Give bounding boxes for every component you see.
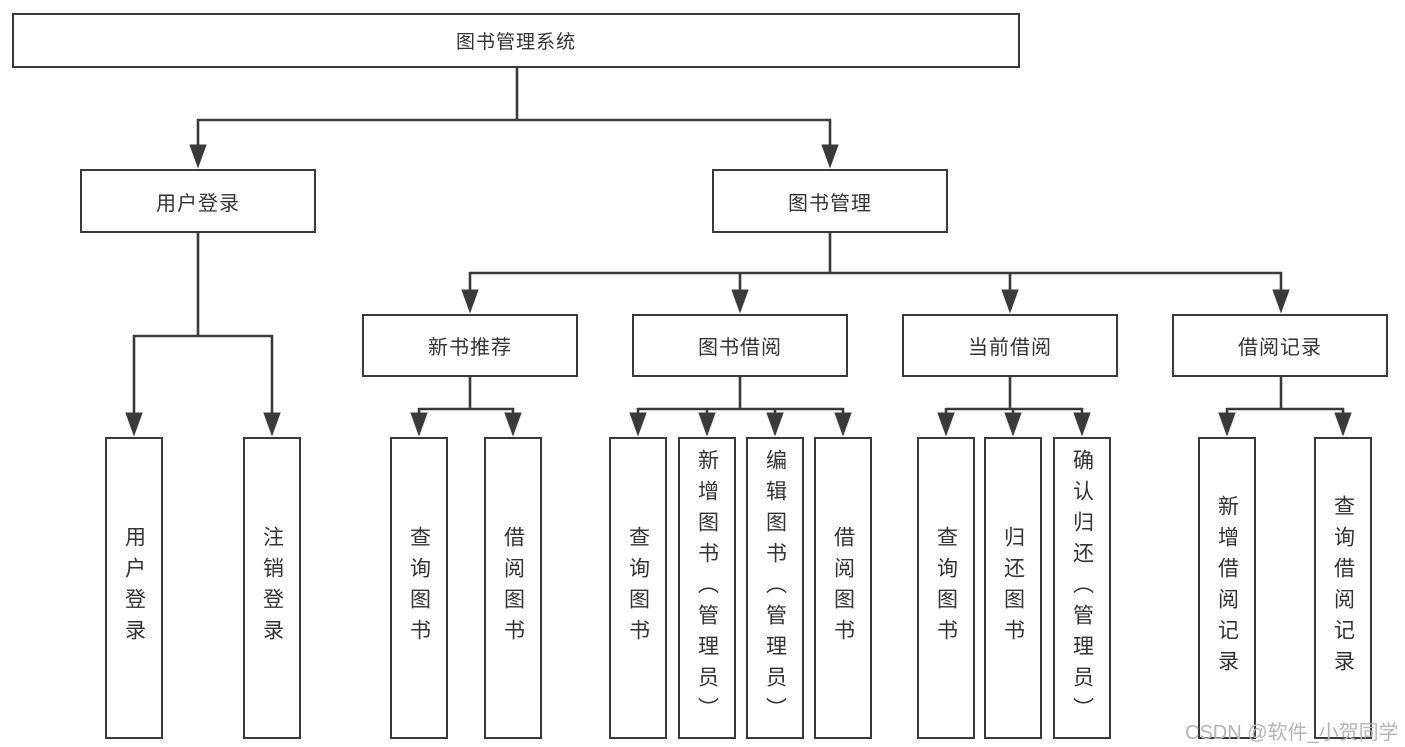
node-book-management: 图书管理 — [712, 169, 948, 233]
csdn-watermark: CSDN @软件_小贺同学 — [1185, 722, 1399, 744]
leaf-add-book-admin: 新增图书（管理员） — [678, 437, 736, 739]
node-label: 用户登录 — [122, 526, 146, 650]
node-label: 编辑图书（管理员） — [763, 448, 787, 728]
node-label: 当前借阅 — [968, 337, 1052, 359]
node-label: 借阅记录 — [1238, 337, 1322, 359]
leaf-borrow-books-newbooks: 借阅图书 — [484, 437, 542, 739]
node-label: 图书管理系统 — [455, 32, 576, 53]
node-label: 图书借阅 — [698, 337, 782, 359]
node-label: 查询借阅记录 — [1331, 495, 1355, 681]
node-label: 图书管理 — [788, 192, 872, 215]
node-new-book-recommend: 新书推荐 — [362, 314, 578, 377]
node-borrow-records: 借阅记录 — [1172, 314, 1388, 377]
leaf-logout: 注销登录 — [243, 437, 301, 739]
leaf-query-books-newbooks: 查询图书 — [390, 437, 448, 739]
node-label: 用户登录 — [156, 192, 240, 215]
leaf-add-borrow-record: 新增借阅记录 — [1198, 437, 1256, 739]
leaf-query-borrow-record: 查询借阅记录 — [1314, 437, 1372, 739]
leaf-query-books-borrow: 查询图书 — [609, 437, 667, 739]
node-label: 查询图书 — [626, 526, 650, 650]
node-book-borrow: 图书借阅 — [632, 314, 848, 377]
node-label: 借阅图书 — [501, 526, 525, 650]
leaf-query-books-current: 查询图书 — [917, 437, 975, 739]
node-label: 新增图书（管理员） — [695, 448, 719, 728]
node-label: 新增借阅记录 — [1215, 495, 1239, 681]
leaf-return-book: 归还图书 — [984, 437, 1042, 739]
node-user-login: 用户登录 — [80, 169, 316, 233]
node-label: 归还图书 — [1001, 526, 1025, 650]
node-label: 确认归还（管理员） — [1070, 448, 1094, 728]
node-label: 注销登录 — [260, 526, 284, 650]
node-label: 新书推荐 — [428, 337, 512, 359]
node-label: 查询图书 — [934, 526, 958, 650]
node-label: 查询图书 — [407, 526, 431, 650]
leaf-borrow-books: 借阅图书 — [814, 437, 872, 739]
node-library-management-system: 图书管理系统 — [12, 13, 1020, 68]
leaf-user-login: 用户登录 — [105, 437, 163, 739]
node-label: 借阅图书 — [831, 526, 855, 650]
leaf-edit-book-admin: 编辑图书（管理员） — [746, 437, 804, 739]
node-current-borrow: 当前借阅 — [902, 314, 1118, 377]
leaf-confirm-return-admin: 确认归还（管理员） — [1053, 437, 1111, 739]
